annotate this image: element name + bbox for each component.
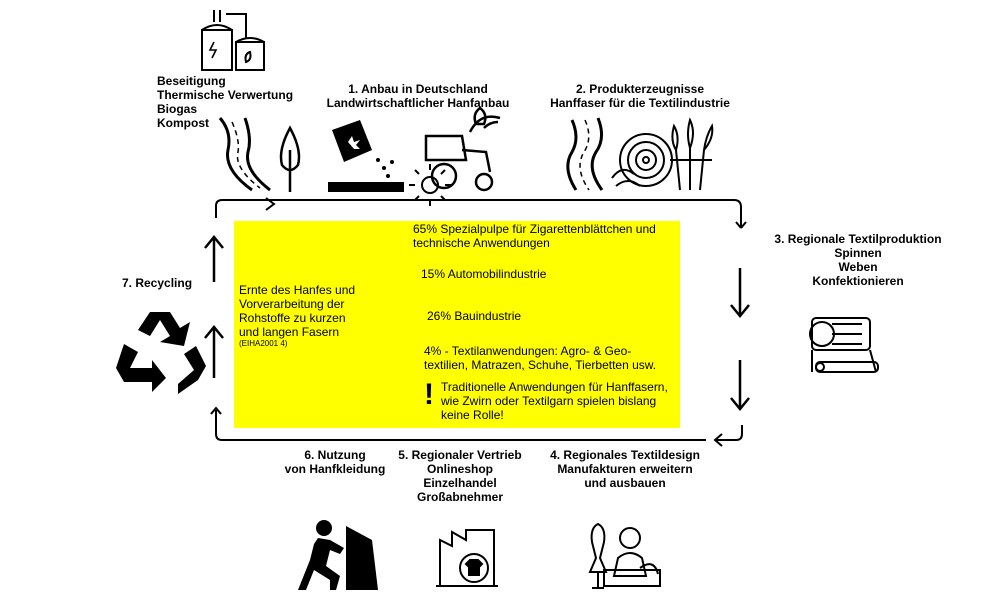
arrows-right	[730, 268, 750, 411]
use-line: textilien, Matrazen, Schuhe, Tierbetten …	[424, 358, 657, 372]
tractor-icon	[424, 106, 501, 192]
disposal-line: Kompost	[157, 116, 209, 130]
disposal-label: Beseitigung Thermische Verwertung Biogas…	[157, 74, 293, 130]
use-cigarette-pulp: 65% Spezialpulpe für Zigarettenblättchen…	[413, 222, 656, 250]
harvest-line: und langen Fasern	[239, 325, 340, 339]
step3-line: Konfektionieren	[812, 274, 904, 288]
step4-line: Manufakturen erweitern	[557, 462, 693, 476]
step4-label: 4. Regionales Textildesign Manufakturen …	[540, 448, 710, 490]
step5-title: 5. Regionaler Vertrieb	[398, 448, 522, 462]
spinning-machine-icon	[809, 317, 879, 373]
seed-bag-icon	[328, 120, 404, 192]
use-construction: 26% Bauindustrie	[427, 309, 521, 323]
step5-line: Einzelhandel	[423, 476, 497, 490]
step1-title: 1. Anbau in Deutschland	[348, 82, 488, 96]
exclamation-mark: !	[424, 378, 434, 411]
hemp-usage-box	[234, 221, 680, 428]
step6-line: von Hanfkleidung	[284, 462, 386, 476]
use-automotive: 15% Automobilindustrie	[421, 267, 546, 281]
use-line: 26% Bauindustrie	[427, 309, 522, 323]
note-line: keine Rolle!	[441, 408, 504, 422]
step3-label: 3. Regionale Textilproduktion Spinnen We…	[758, 232, 958, 288]
harvest-line: Vorverarbeitung der	[239, 297, 345, 311]
biogas-plant-icon	[201, 10, 265, 71]
step5-line: Onlineshop	[427, 462, 493, 476]
use-line: 65% Spezialpulpe für Zigarettenblättchen…	[413, 222, 656, 236]
cycle-top-line	[215, 199, 742, 228]
note-line: wie Zwirn oder Textilgarn spielen bislan…	[441, 394, 657, 408]
harvest-line: Ernte des Hanfes und	[239, 283, 356, 297]
disposal-line: Thermische Verwertung	[157, 88, 294, 102]
step2-title: 2. Produkterzeugnisse	[575, 82, 705, 96]
step5-label: 5. Regionaler Vertrieb Onlineshop Einzel…	[390, 448, 530, 504]
source-citation: (EIHA2001 4)	[239, 339, 288, 348]
step4-line: und ausbauen	[584, 476, 666, 490]
tree-icon	[279, 125, 301, 192]
step3-title: 3. Regionale Textilproduktion	[774, 232, 942, 246]
arrows-left	[204, 235, 224, 378]
step4-title: 4. Regionales Textildesign	[550, 448, 700, 462]
step1-label: 1. Anbau in Deutschland Landwirtschaftli…	[318, 82, 518, 110]
step2-label: 2. Produkterzeugnisse Hanffaser für die …	[550, 82, 730, 110]
step5-line: Großabnehmer	[416, 490, 503, 504]
step7-label: 7. Recycling	[122, 276, 193, 290]
use-line: 4% - Textilanwendungen: Agro- & Geo-	[424, 344, 632, 358]
use-line: 15% Automobilindustrie	[421, 267, 547, 281]
disposal-line: Beseitigung	[157, 74, 226, 88]
designer-icon	[588, 522, 661, 589]
step6-title: 6. Nutzung	[304, 448, 366, 462]
road-icon	[566, 117, 604, 191]
step2-subtitle: Hanffaser für die Textilindustrie	[550, 96, 730, 110]
traditional-note: Traditionelle Anwendungen für Hanffasern…	[441, 380, 668, 422]
shop-icon	[436, 529, 498, 587]
cycle-frame	[210, 197, 747, 447]
harvest-line: Rohstoffe zu kurzen	[239, 311, 346, 325]
disposal-line: Biogas	[157, 102, 198, 116]
cycle-bottom-right	[715, 425, 743, 441]
cycle-bottom-line	[215, 410, 706, 441]
use-textiles: 4% - Textilanwendungen: Agro- & Geo- tex…	[424, 344, 656, 372]
top-arrow-head	[265, 197, 276, 211]
step3-line: Spinnen	[834, 246, 882, 260]
note-line: Traditionelle Anwendungen für Hanffasern…	[441, 380, 668, 394]
step6-label: 6. Nutzung von Hanfkleidung	[270, 448, 400, 476]
step1-subtitle: Landwirtschaftlicher Hanfanbau	[326, 96, 510, 110]
harvest-text: Ernte des Hanfes und Vorverarbeitung der…	[239, 283, 355, 349]
wheat-icon	[670, 117, 714, 191]
road-icon	[218, 117, 271, 192]
hay-bale-icon	[611, 133, 673, 187]
recycling-icon	[116, 312, 206, 394]
step3-line: Weben	[838, 260, 878, 274]
sun-icon	[409, 164, 451, 206]
use-line: technische Anwendungen	[413, 236, 550, 250]
climber-icon	[298, 520, 378, 590]
